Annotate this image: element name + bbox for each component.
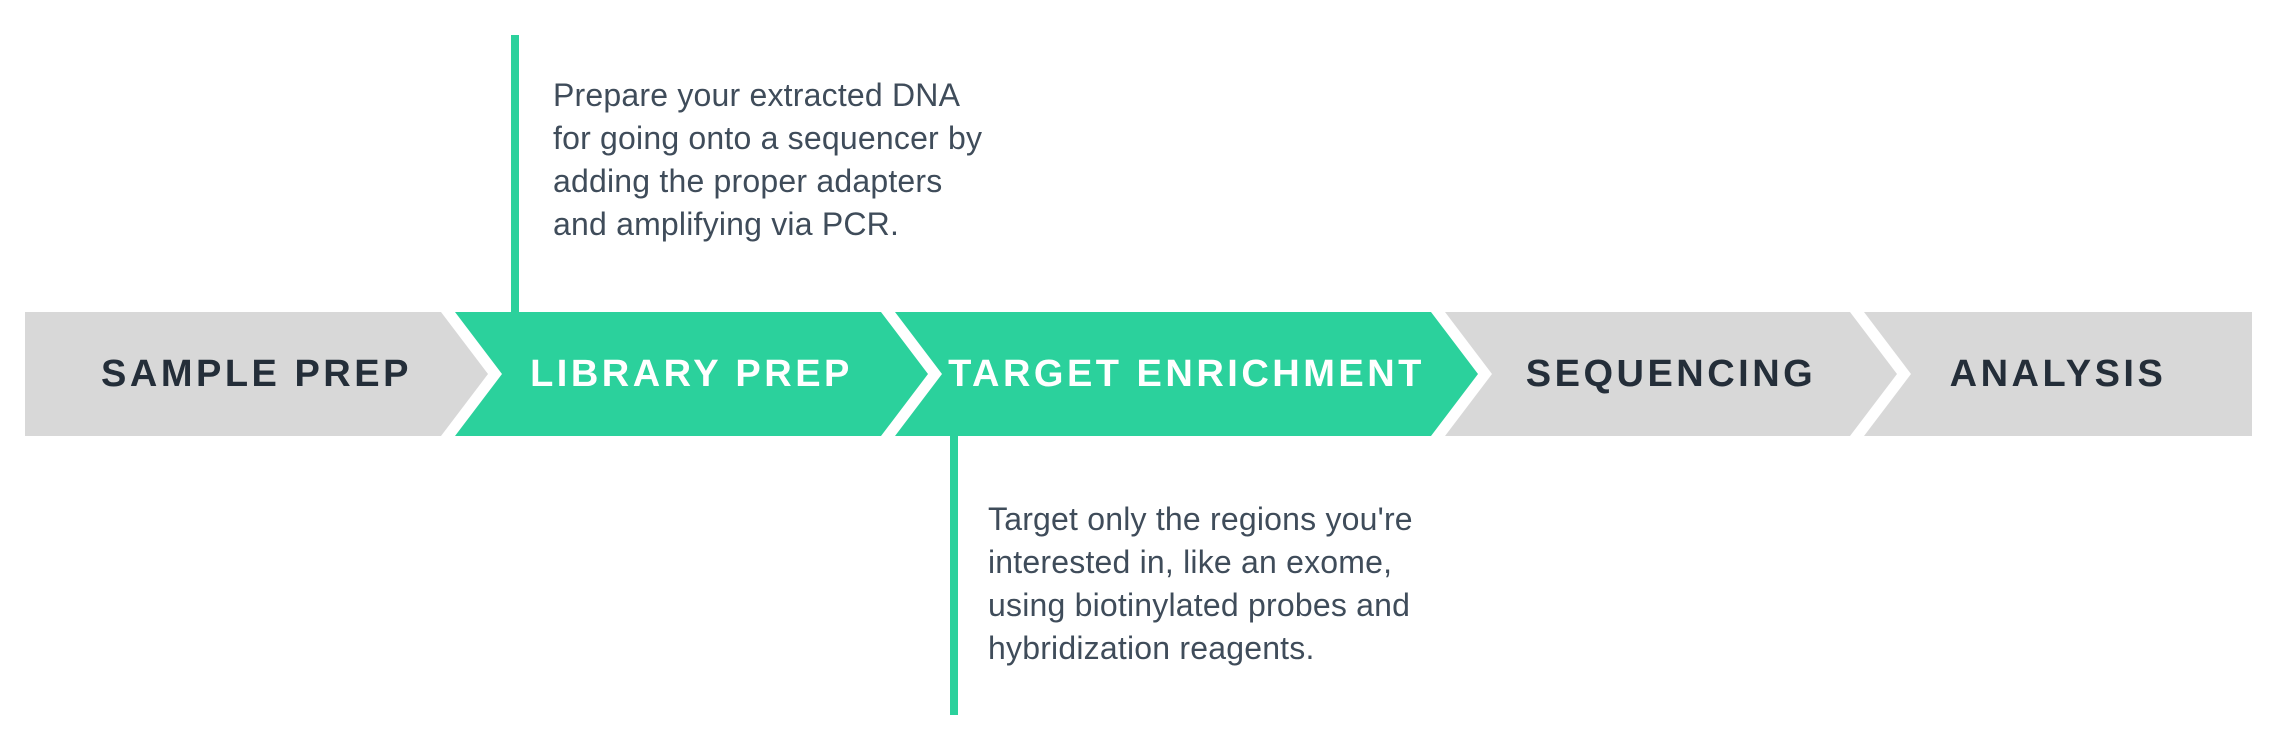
pipeline-step-label: TARGET ENRICHMENT (948, 352, 1425, 395)
library-prep-callout: Prepare your extracted DNA for going ont… (553, 77, 983, 242)
pipeline-step-label: SEQUENCING (1525, 352, 1817, 395)
pipeline-step-label: LIBRARY PREP (530, 352, 853, 395)
pipeline-step-analysis[interactable]: ANALYSIS (1864, 312, 2252, 436)
pipeline-step-label: SAMPLE PREP (101, 352, 412, 395)
target-enrichment-connector-line (950, 436, 958, 715)
pipeline-step-library-prep[interactable]: LIBRARY PREP (455, 312, 928, 436)
pipeline-step-target-enrichment[interactable]: TARGET ENRICHMENT (895, 312, 1478, 436)
pipeline-step-sample-prep[interactable]: SAMPLE PREP (25, 312, 488, 436)
pipeline-band: SAMPLE PREP LIBRARY PREP TARGET ENRICHME… (0, 312, 2288, 436)
target-enrichment-callout: Target only the regions you're intereste… (988, 501, 1413, 666)
pipeline-step-label: ANALYSIS (1949, 352, 2167, 395)
pipeline-step-sequencing[interactable]: SEQUENCING (1445, 312, 1897, 436)
library-prep-connector-line (511, 35, 519, 312)
